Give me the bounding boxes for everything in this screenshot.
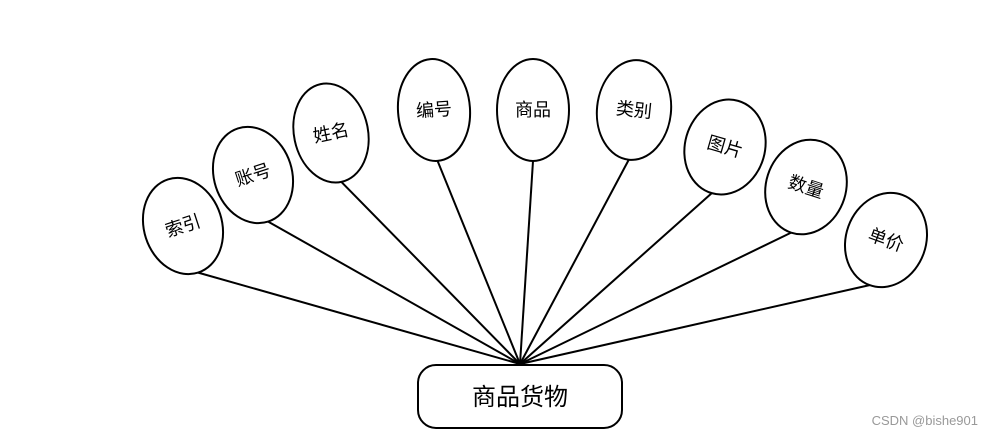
attribute-ellipse-group: 姓名 (292, 82, 370, 184)
attribute-label: 商品 (515, 100, 551, 121)
attribute-ellipse (764, 138, 848, 236)
entity-rect (417, 364, 623, 429)
entity-label: 商品货物 (472, 383, 568, 411)
attribute-ellipse-group: 数量 (764, 138, 848, 236)
attribute-ellipse (595, 59, 673, 161)
connector-line (519, 160, 534, 365)
attribute-ellipse (683, 98, 767, 196)
connector-line (519, 192, 713, 365)
attribute-ellipse-group: 图片 (683, 98, 767, 196)
attribute-ellipse (292, 82, 370, 184)
attribute-ellipse-group: 单价 (843, 191, 929, 289)
attribute-ellipse-group: 索引 (141, 176, 225, 276)
attribute-ellipse-group: 账号 (211, 125, 295, 225)
connector-line (197, 271, 521, 365)
connector-lines (197, 159, 870, 365)
connector-line (519, 231, 792, 365)
connector-line (519, 284, 870, 365)
connector-line (340, 181, 521, 365)
connector-line (519, 159, 630, 365)
attribute-ellipse-group: 商品 (496, 58, 570, 162)
attribute-label: 类别 (615, 98, 653, 123)
watermark: CSDN @bishe901 (871, 413, 978, 428)
attribute-ellipse (843, 191, 929, 289)
connector-line (436, 160, 521, 365)
attribute-ellipse (141, 176, 225, 276)
attribute-ellipse (211, 125, 295, 225)
entity-box: 商品货物 (417, 364, 623, 429)
attribute-label: 编号 (415, 99, 452, 122)
connector-line (267, 220, 521, 365)
attribute-ellipse (396, 58, 472, 162)
attribute-ellipse-group: 编号 (396, 58, 472, 162)
attribute-ellipse (496, 58, 570, 162)
attribute-ellipse-group: 类别 (595, 59, 673, 161)
